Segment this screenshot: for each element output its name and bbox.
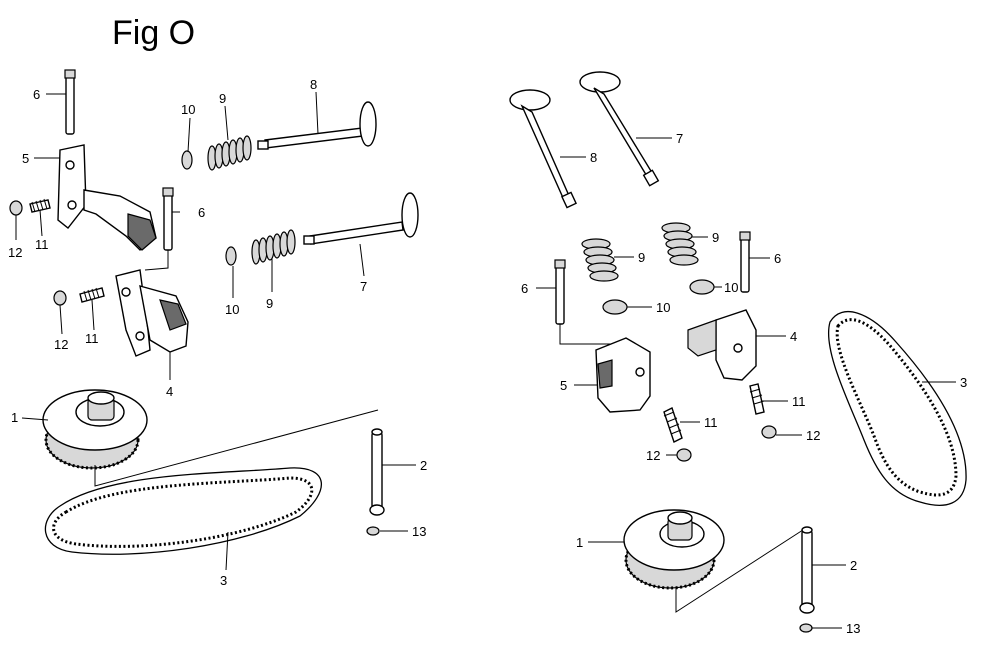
rocker-arm-left-lower bbox=[115, 269, 189, 357]
callout-left-3: 3 bbox=[220, 573, 227, 588]
bolt-left-middle bbox=[162, 187, 174, 251]
callout-right-8: 8 bbox=[590, 150, 597, 165]
spring-right-1 bbox=[581, 238, 619, 282]
callout-right-4: 4 bbox=[790, 329, 797, 344]
adjust-screw-right-1 bbox=[663, 407, 692, 462]
callout-right-1: 1 bbox=[576, 535, 583, 550]
callout-right-11a: 11 bbox=[704, 415, 718, 430]
callout-left-11a: 11 bbox=[35, 237, 49, 252]
callout-right-12a: 12 bbox=[646, 448, 660, 463]
adjust-screw-left-upper bbox=[9, 198, 51, 216]
valve-left-lower bbox=[303, 192, 419, 245]
retainer-right-2 bbox=[689, 279, 715, 295]
timing-belt-right bbox=[828, 311, 967, 506]
bolt-right-2 bbox=[739, 231, 751, 293]
spring-left-lower bbox=[251, 229, 296, 265]
callout-left-8: 8 bbox=[310, 77, 317, 92]
cam-pulley-right bbox=[623, 509, 725, 590]
valve-right-7 bbox=[579, 71, 660, 187]
valve-right-8 bbox=[509, 89, 577, 209]
callout-left-13: 13 bbox=[412, 524, 426, 539]
callout-right-6a: 6 bbox=[521, 281, 528, 296]
callout-left-1: 1 bbox=[11, 410, 18, 425]
rocker-arm-left-upper bbox=[57, 144, 157, 251]
timing-belt-left bbox=[44, 467, 323, 555]
callout-right-3: 3 bbox=[960, 375, 967, 390]
shaft-right bbox=[799, 526, 815, 633]
retainer-left-lower bbox=[225, 246, 237, 266]
retainer-left-upper bbox=[181, 150, 193, 170]
rocker-arm-right-5 bbox=[595, 337, 651, 413]
callout-left-6b: 6 bbox=[198, 205, 205, 220]
leader-pulley-right bbox=[675, 527, 807, 613]
callout-left-10b: 10 bbox=[225, 302, 239, 317]
valve-left-upper bbox=[257, 101, 377, 150]
bolt-left-top bbox=[64, 69, 76, 135]
callout-left-7: 7 bbox=[360, 279, 367, 294]
bolt-right-1 bbox=[554, 259, 566, 325]
left-assembly bbox=[9, 69, 419, 555]
callout-right-10b: 10 bbox=[724, 280, 738, 295]
rocker-arm-right-4 bbox=[687, 309, 757, 381]
callout-left-12a: 12 bbox=[8, 245, 22, 260]
callout-right-11b: 11 bbox=[792, 394, 806, 409]
callout-labels: 6 10 9 8 5 6 12 11 10 9 7 12 11 4 1 2 3 … bbox=[8, 77, 967, 636]
adjust-screw-left-lower bbox=[53, 287, 105, 306]
callout-left-9a: 9 bbox=[219, 91, 226, 106]
callout-leaders bbox=[15, 91, 956, 629]
leader-pulley-left bbox=[94, 409, 379, 487]
figure-title: Fig O bbox=[112, 14, 196, 52]
adjust-screw-right-2 bbox=[749, 383, 777, 439]
callout-right-12b: 12 bbox=[806, 428, 820, 443]
callout-right-7: 7 bbox=[676, 131, 683, 146]
callout-left-11b: 11 bbox=[85, 331, 99, 346]
callout-left-10a: 10 bbox=[181, 102, 195, 117]
right-assembly bbox=[509, 71, 967, 633]
callout-right-13: 13 bbox=[846, 621, 860, 636]
callout-right-2: 2 bbox=[850, 558, 857, 573]
callout-left-12b: 12 bbox=[54, 337, 68, 352]
spring-left-upper bbox=[207, 135, 252, 171]
callout-left-5: 5 bbox=[22, 151, 29, 166]
callout-left-9b: 9 bbox=[266, 296, 273, 311]
leader-bolt-right bbox=[559, 324, 612, 345]
cam-pulley-left bbox=[42, 389, 148, 470]
leader-bolt-to-rocker bbox=[144, 250, 169, 271]
callout-right-9a: 9 bbox=[638, 250, 645, 265]
callout-left-2: 2 bbox=[420, 458, 427, 473]
callout-left-6a: 6 bbox=[33, 87, 40, 102]
shaft-left bbox=[366, 428, 385, 536]
retainer-right-1 bbox=[602, 299, 628, 315]
callout-right-6b: 6 bbox=[774, 251, 781, 266]
callout-right-10a: 10 bbox=[656, 300, 670, 315]
spring-right-2 bbox=[661, 222, 699, 266]
callout-left-4: 4 bbox=[166, 384, 173, 399]
callout-right-9b: 9 bbox=[712, 230, 719, 245]
callout-right-5: 5 bbox=[560, 378, 567, 393]
